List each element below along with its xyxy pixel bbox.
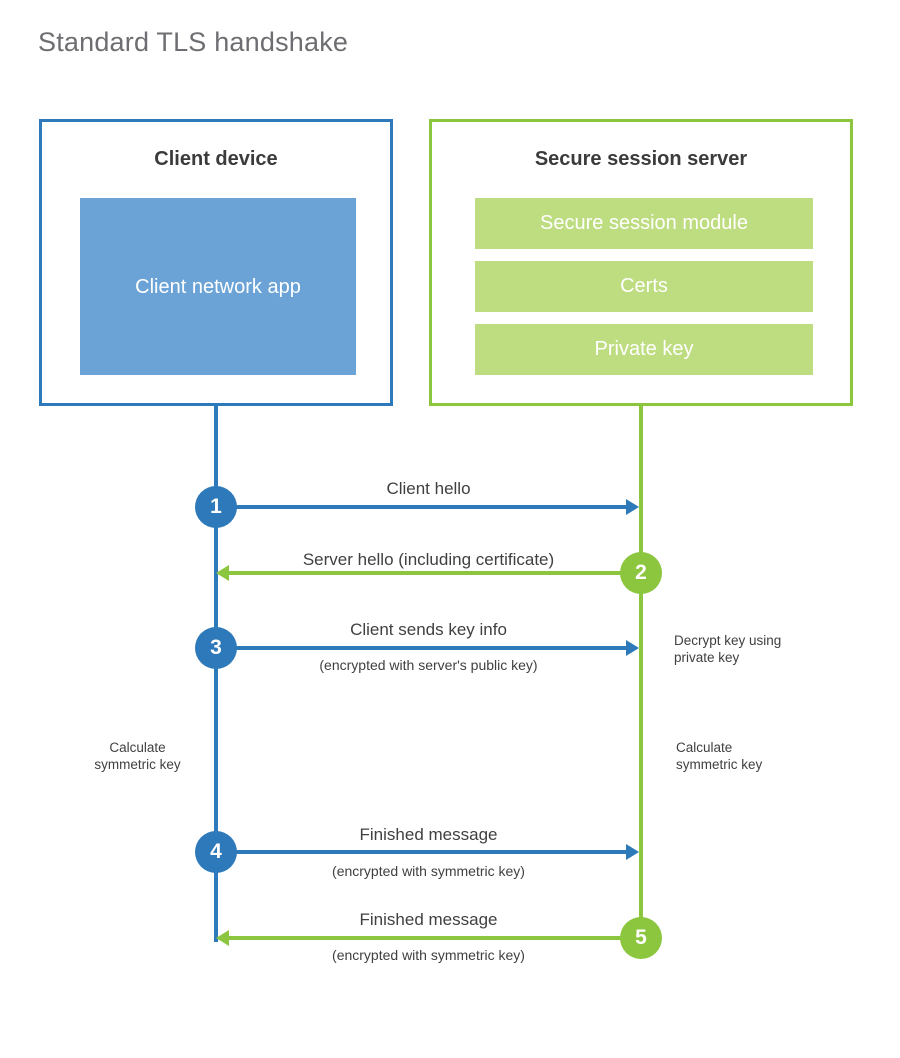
step-1-circle[interactable]: 1 [195,486,237,528]
step-3-sublabel: (encrypted with server's public key) [319,657,538,673]
step-3-arrow-head-icon [626,640,639,656]
client-calculate-symmetric-key-note: Calculate symmetric key [85,739,190,773]
server-decrypt-key-note-line-2: private key [674,650,740,665]
client-device-box: Client device Client network app [39,119,393,406]
step-2-arrow-line [229,571,633,575]
step-4-label: Finished message [359,825,498,844]
step-2-arrow-head-icon [216,565,229,581]
secure-session-server-title: Secure session server [534,148,748,170]
server-module-certs: Certs [475,261,813,312]
server-module-secure-session-module: Secure session module [475,198,813,249]
client-calculate-symmetric-key-line-2: symmetric key [94,757,181,772]
step-4-circle[interactable]: 4 [195,831,237,873]
client-network-app-block: Client network app [80,198,356,375]
step-4-sublabel: (encrypted with symmetric key) [332,863,525,879]
server-calculate-symmetric-key-line-2: symmetric key [676,757,763,772]
step-5-arrow-head-icon [216,930,229,946]
client-calculate-symmetric-key-line-1: Calculate [109,740,166,755]
step-2-label: Server hello (including certificate) [302,550,555,569]
step-4-arrow-line [216,850,626,854]
step-1-label: Client hello [386,479,471,498]
server-module-private-key: Private key [475,324,813,375]
server-decrypt-key-note: Decrypt key using private key [674,632,854,666]
step-5-sublabel: (encrypted with symmetric key) [332,947,525,963]
step-5-arrow-line [229,936,633,940]
page-title: Standard TLS handshake [38,27,349,57]
step-3-arrow-line [216,646,626,650]
server-decrypt-key-note-line-1: Decrypt key using [674,633,782,648]
step-1-arrow-line [216,505,626,509]
step-3-circle[interactable]: 3 [195,627,237,669]
step-5-label: Finished message [359,910,498,929]
step-1-arrow-head-icon [626,499,639,515]
step-3-label: Client sends key info [350,620,507,639]
step-5-circle[interactable]: 5 [620,917,662,959]
step-4-arrow-head-icon [626,844,639,860]
server-calculate-symmetric-key-note: Calculate symmetric key [676,739,826,773]
server-calculate-symmetric-key-line-1: Calculate [676,740,733,755]
step-2-circle[interactable]: 2 [620,552,662,594]
client-device-title: Client device [154,148,278,170]
client-lifeline [214,403,218,942]
server-lifeline [639,403,643,940]
secure-session-server-box: Secure session server Secure session mod… [429,119,853,406]
